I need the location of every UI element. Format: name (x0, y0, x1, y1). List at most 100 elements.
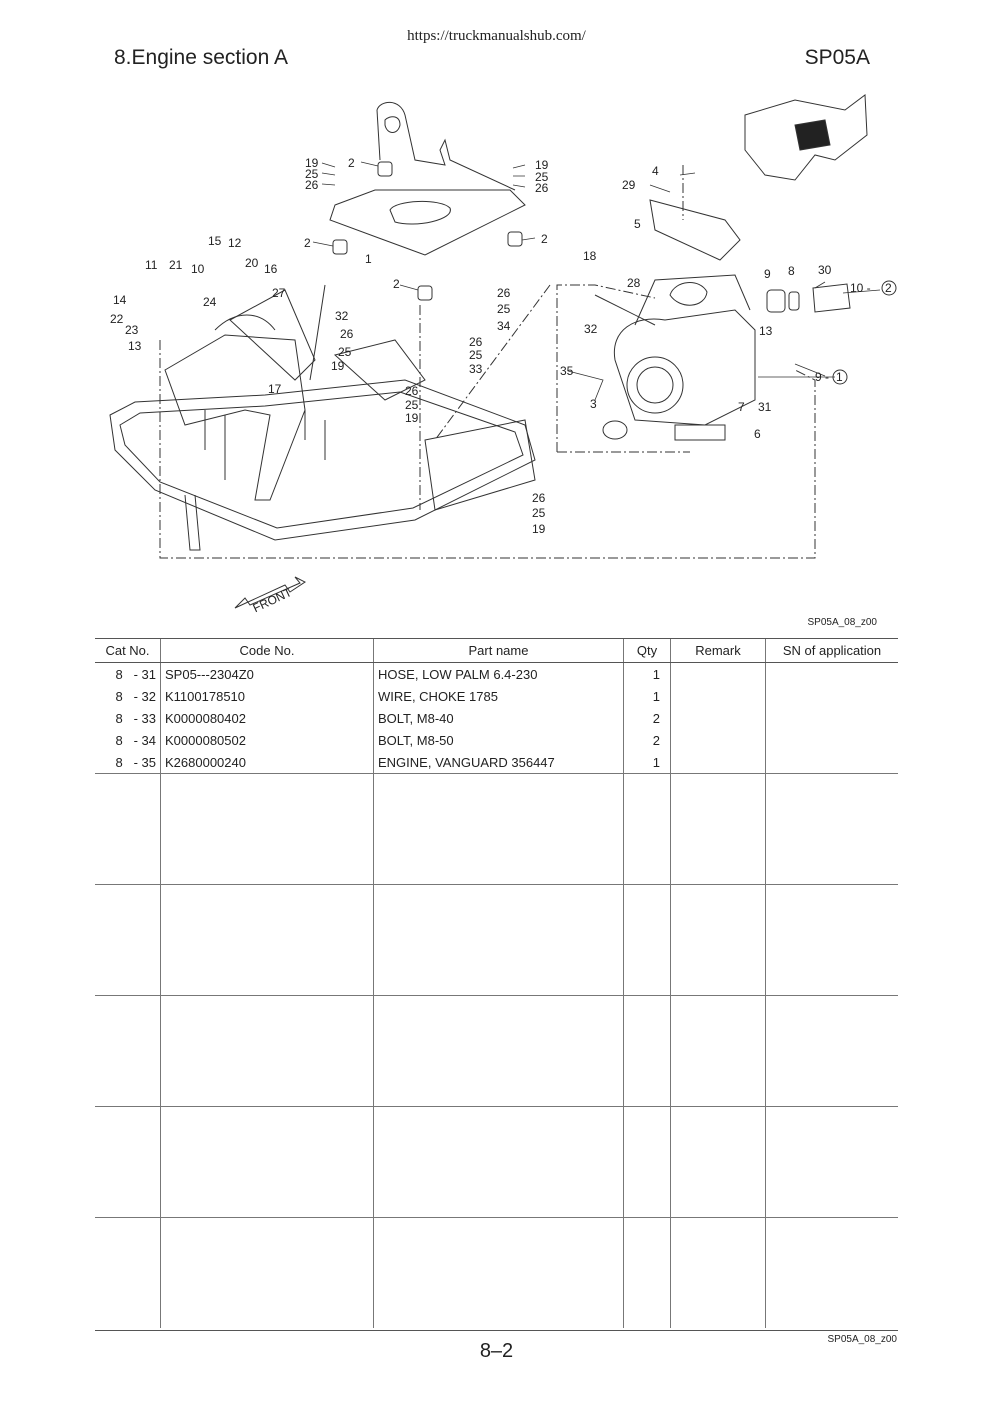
code-no: K1100178510 (160, 685, 374, 707)
svg-text:13: 13 (128, 339, 142, 353)
svg-text:6: 6 (754, 427, 761, 441)
svg-text:25: 25 (305, 167, 319, 181)
code-no: K2680000240 (160, 751, 374, 774)
qty: 2 (623, 729, 671, 751)
page-bottom-rule (95, 1330, 898, 1331)
col-part-name: Part name (373, 638, 624, 663)
svg-text:26: 26 (305, 178, 319, 192)
svg-text:11: 11 (145, 258, 158, 272)
table-row: 8 - 33 K0000080402 BOLT, M8-40 2 (95, 707, 898, 729)
svg-text:2: 2 (348, 156, 355, 170)
svg-text:26: 26 (535, 181, 549, 195)
part-name: HOSE, LOW PALM 6.4-230 (373, 662, 624, 685)
source-url: https://truckmanualshub.com/ (407, 28, 586, 44)
svg-text:10: 10 (191, 262, 205, 276)
remark (670, 707, 766, 729)
empty-row-group (95, 773, 898, 885)
engine-mount-plate (329, 101, 526, 256)
col-qty: Qty (623, 638, 671, 663)
callout-labels: 19 25 26 2 19 25 26 2 2 1 2 15 12 20 16 … (110, 156, 892, 615)
engine-block (602, 199, 756, 441)
svg-text:9: 9 (764, 267, 771, 281)
svg-text:29: 29 (622, 178, 636, 192)
part-name: WIRE, CHOKE 1785 (373, 685, 624, 707)
footer-code: SP05A_08_z00 (827, 1334, 897, 1345)
svg-text:2: 2 (885, 281, 892, 295)
svg-text:26: 26 (532, 491, 546, 505)
table-row: 8 - 31 SP05---2304Z0 HOSE, LOW PALM 6.4-… (95, 662, 898, 685)
empty-row-group (95, 1106, 898, 1218)
svg-text:10 -: 10 - (850, 281, 871, 295)
svg-text:20: 20 (245, 256, 259, 270)
part-name: BOLT, M8-50 (373, 729, 624, 751)
col-cat-no: Cat No. (95, 638, 161, 663)
sn-of-application (765, 662, 898, 685)
code-no: SP05---2304Z0 (160, 662, 374, 685)
svg-text:25: 25 (532, 506, 546, 520)
model-code: SP05A (804, 46, 870, 69)
sn-of-application (765, 729, 898, 751)
remark (670, 751, 766, 774)
col-sn: SN of application (765, 638, 898, 663)
svg-text:26: 26 (405, 384, 419, 398)
table-row: 8 - 35 K2680000240 ENGINE, VANGUARD 3564… (95, 751, 898, 774)
table-header-row: Cat No. Code No. Part name Qty Remark SN… (95, 638, 898, 663)
svg-text:24: 24 (203, 295, 217, 309)
svg-text:25: 25 (497, 302, 511, 316)
chassis-frame (109, 289, 536, 551)
qty: 1 (623, 685, 671, 707)
svg-text:34: 34 (497, 319, 511, 333)
svg-text:26: 26 (469, 335, 483, 349)
qty: 2 (623, 707, 671, 729)
svg-text:28: 28 (627, 276, 641, 290)
sn-of-application (765, 685, 898, 707)
svg-text:19: 19 (405, 411, 419, 425)
svg-text:9 -: 9 - (815, 370, 829, 384)
page-number: 8–2 (479, 1340, 514, 1362)
cat-no: 8 - 35 (95, 751, 161, 774)
empty-row-group (95, 1217, 898, 1328)
inset-view (744, 94, 868, 181)
svg-text:14: 14 (113, 293, 127, 307)
svg-text:23: 23 (125, 323, 139, 337)
svg-text:30: 30 (818, 263, 832, 277)
front-label: FRONT (251, 585, 295, 615)
air-filter-parts (766, 283, 851, 313)
exploded-parts-diagram: 19 25 26 2 19 25 26 2 2 1 2 15 12 20 16 … (109, 94, 897, 615)
parts-table: Cat No. Code No. Part name Qty Remark SN… (95, 638, 898, 1328)
col-code-no: Code No. (160, 638, 374, 663)
empty-row-group (95, 884, 898, 996)
svg-text:1: 1 (365, 252, 372, 266)
svg-text:15: 15 (208, 234, 222, 248)
svg-text:19: 19 (305, 156, 319, 170)
svg-text:1: 1 (836, 370, 843, 384)
svg-text:17: 17 (268, 382, 282, 396)
svg-text:32: 32 (335, 309, 349, 323)
svg-text:2: 2 (304, 236, 311, 250)
sn-of-application (765, 751, 898, 774)
svg-text:25: 25 (338, 345, 352, 359)
remark (670, 662, 766, 685)
section-title: 8.Engine section A (114, 46, 288, 69)
svg-text:25: 25 (405, 398, 419, 412)
choke-wire (309, 284, 326, 381)
svg-text:26: 26 (340, 327, 354, 341)
code-no: K0000080402 (160, 707, 374, 729)
svg-text:19: 19 (535, 158, 549, 172)
qty: 1 (623, 751, 671, 774)
front-arrow (234, 576, 306, 609)
svg-text:19: 19 (331, 359, 345, 373)
cat-no: 8 - 34 (115, 732, 156, 748)
svg-text:5: 5 (634, 217, 641, 231)
svg-text:25: 25 (535, 170, 549, 184)
svg-text:4: 4 (652, 164, 659, 178)
svg-text:8: 8 (788, 264, 795, 278)
qty: 1 (623, 662, 671, 685)
rubber-mounts (332, 161, 523, 301)
svg-text:7: 7 (738, 400, 745, 414)
svg-text:2: 2 (393, 277, 400, 291)
svg-text:2: 2 (541, 232, 548, 246)
cat-no: 8 - 33 (115, 710, 156, 726)
svg-text:21: 21 (169, 258, 183, 272)
svg-text:12: 12 (228, 236, 242, 250)
